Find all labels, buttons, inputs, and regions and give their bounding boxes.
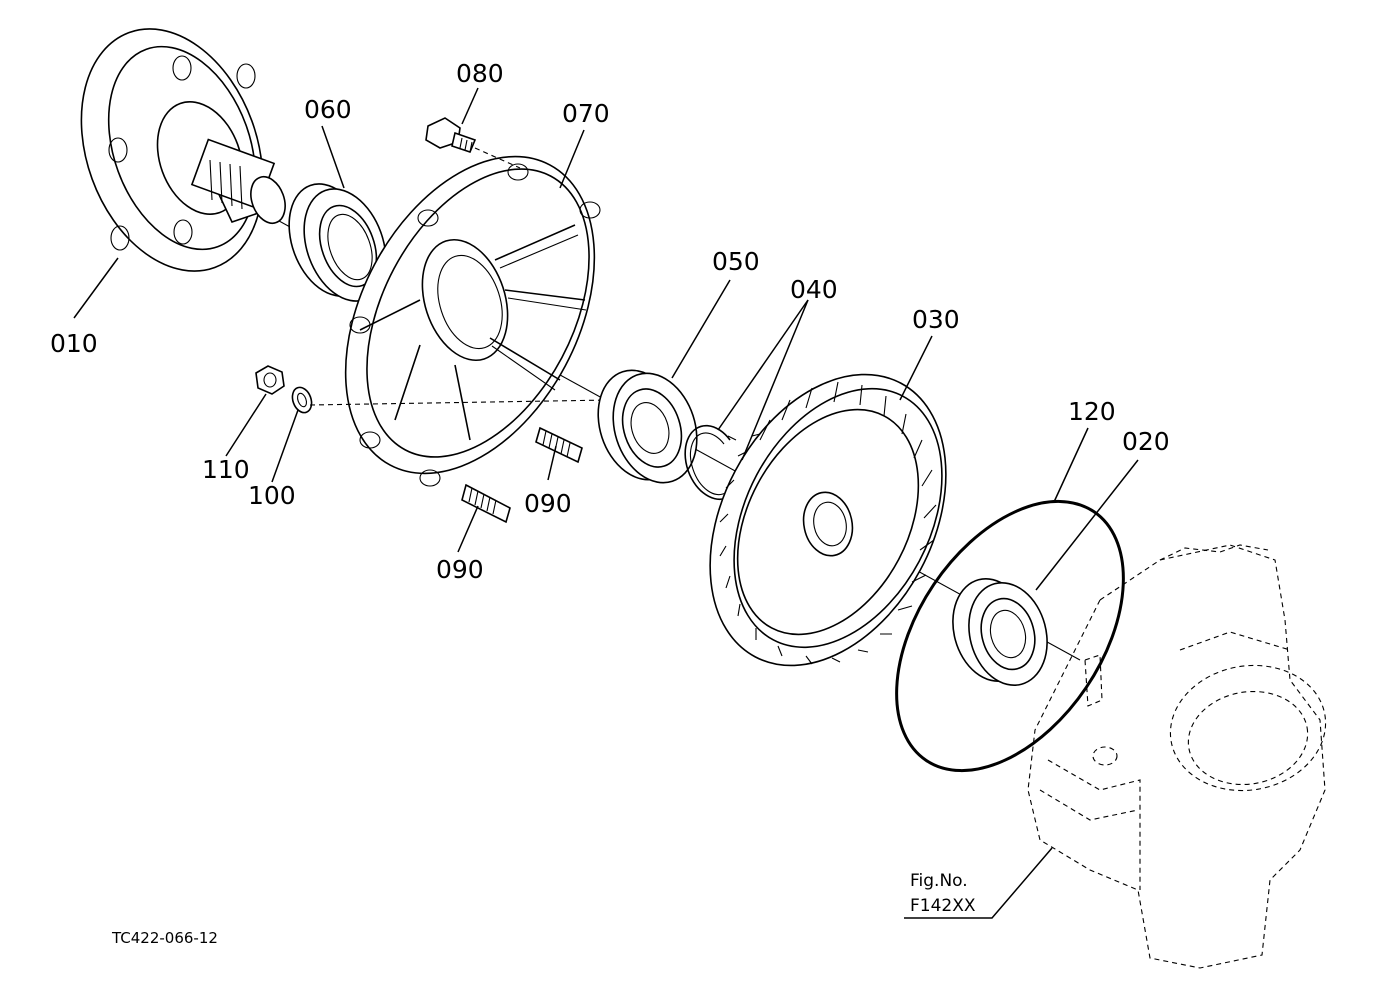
callout-090-lower: 090 <box>436 555 484 584</box>
callout-110: 110 <box>202 455 250 484</box>
callout-120: 120 <box>1068 397 1116 426</box>
leader-100 <box>271 409 299 483</box>
part-050-bearing <box>597 369 698 484</box>
figure-number: F142XX <box>910 896 976 916</box>
leader-fig <box>904 847 1053 919</box>
part-030-bevel-gear <box>709 373 947 667</box>
leader-050 <box>671 279 731 379</box>
leader-090a <box>547 445 557 481</box>
callout-020: 020 <box>1122 427 1170 456</box>
part-070-cover <box>344 155 601 487</box>
callout-010: 010 <box>50 329 98 358</box>
leader-080 <box>461 87 479 125</box>
callout-070: 070 <box>562 99 610 128</box>
part-060-oil-seal <box>288 183 387 302</box>
part-090-stud-upper <box>535 426 583 464</box>
callout-080: 080 <box>456 59 504 88</box>
callout-090-upper: 090 <box>524 489 572 518</box>
leader-030 <box>899 335 933 401</box>
gear-case-housing <box>1027 544 1327 969</box>
leader-120 <box>1053 427 1089 503</box>
leader-110 <box>225 393 267 457</box>
part-110-nut <box>255 365 285 395</box>
part-080-bolt <box>425 117 521 169</box>
leader-090b <box>457 505 479 553</box>
leader-010 <box>73 257 119 319</box>
leader-040b <box>741 299 809 461</box>
leader-060 <box>321 125 345 189</box>
leader-070 <box>559 129 585 189</box>
part-020-bearing <box>952 578 1048 686</box>
part-100-washer <box>291 386 313 414</box>
part-090-stud-lower <box>461 483 511 524</box>
drawing-code: TC422-066-12 <box>111 929 218 947</box>
callout-060: 060 <box>304 95 352 124</box>
leader-020 <box>1035 459 1139 591</box>
callout-050: 050 <box>712 247 760 276</box>
callout-100: 100 <box>248 481 296 510</box>
callout-030: 030 <box>912 305 960 334</box>
callout-040: 040 <box>790 275 838 304</box>
figure-label: Fig.No. <box>910 871 968 891</box>
leader-040a <box>717 299 809 431</box>
part-010-flange-shaft <box>80 28 286 272</box>
